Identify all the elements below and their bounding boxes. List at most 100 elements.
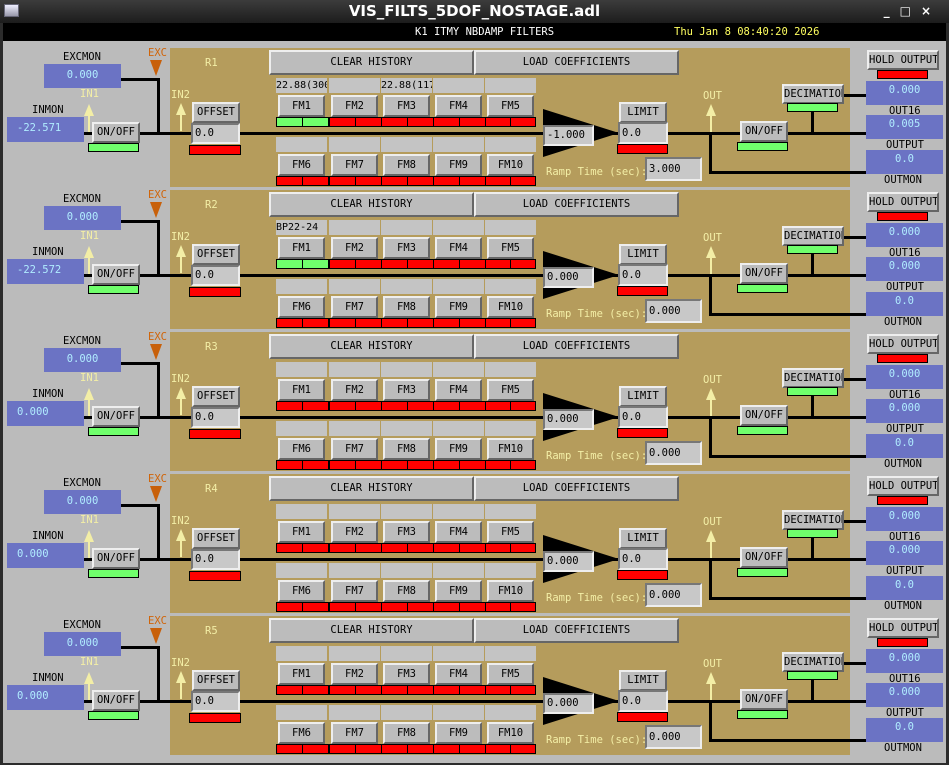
ramp-time-input[interactable]: 0.000 [645,725,702,749]
fm10-button[interactable]: FM10 [487,580,534,602]
fm6-button[interactable]: FM6 [278,722,325,744]
fm2-button[interactable]: FM2 [331,237,378,259]
input-onoff-button[interactable]: ON/OFF [92,122,140,143]
limit-input[interactable]: 0.0 [618,690,668,712]
limit-button[interactable]: LIMIT [619,102,667,123]
fm2-button[interactable]: FM2 [331,663,378,685]
fm7-button[interactable]: FM7 [331,296,378,318]
offset-button[interactable]: OFFSET [192,102,240,123]
exc-triangle-icon[interactable] [150,628,162,647]
gain-input[interactable]: 0.000 [543,267,594,288]
fm5-button[interactable]: FM5 [487,95,534,117]
fm7-button[interactable]: FM7 [331,722,378,744]
window-menu-icon[interactable] [4,4,19,17]
output-onoff-button[interactable]: ON/OFF [740,121,788,142]
fm9-button[interactable]: FM9 [435,438,482,460]
fm5-button[interactable]: FM5 [487,663,534,685]
clear-history-button[interactable]: CLEAR HISTORY [269,334,474,359]
fm7-button[interactable]: FM7 [331,438,378,460]
limit-button[interactable]: LIMIT [619,244,667,265]
decimation-button[interactable]: DECIMATION [782,84,844,104]
fm2-button[interactable]: FM2 [331,379,378,401]
fm4-button[interactable]: FM4 [435,379,482,401]
decimation-button[interactable]: DECIMATION [782,368,844,388]
limit-button[interactable]: LIMIT [619,528,667,549]
fm8-button[interactable]: FM8 [383,722,430,744]
offset-button[interactable]: OFFSET [192,386,240,407]
fm7-button[interactable]: FM7 [331,580,378,602]
close-icon[interactable]: × [920,4,941,18]
limit-button[interactable]: LIMIT [619,670,667,691]
maximize-icon[interactable]: □ [899,4,921,18]
fm3-button[interactable]: FM3 [383,237,430,259]
decimation-button[interactable]: DECIMATION [782,226,844,246]
exc-triangle-icon[interactable] [150,486,162,505]
fm4-button[interactable]: FM4 [435,95,482,117]
input-onoff-button[interactable]: ON/OFF [92,406,140,427]
clear-history-button[interactable]: CLEAR HISTORY [269,50,474,75]
fm1-button[interactable]: FM1 [278,237,325,259]
limit-input[interactable]: 0.0 [618,406,668,428]
clear-history-button[interactable]: CLEAR HISTORY [269,618,474,643]
fm1-button[interactable]: FM1 [278,663,325,685]
fm1-button[interactable]: FM1 [278,521,325,543]
load-coefficients-button[interactable]: LOAD COEFFICIENTS [474,50,679,75]
fm3-button[interactable]: FM3 [383,521,430,543]
fm6-button[interactable]: FM6 [278,580,325,602]
minimize-icon[interactable]: _ [883,4,900,18]
fm4-button[interactable]: FM4 [435,663,482,685]
load-coefficients-button[interactable]: LOAD COEFFICIENTS [474,334,679,359]
fm8-button[interactable]: FM8 [383,296,430,318]
offset-input[interactable]: 0.0 [191,549,240,570]
ramp-time-input[interactable]: 0.000 [645,299,702,323]
fm6-button[interactable]: FM6 [278,438,325,460]
hold-output-button[interactable]: HOLD OUTPUT [867,50,939,70]
offset-input[interactable]: 0.0 [191,407,240,428]
gain-input[interactable]: 0.000 [543,409,594,430]
exc-triangle-icon[interactable] [150,60,162,79]
exc-triangle-icon[interactable] [150,202,162,221]
clear-history-button[interactable]: CLEAR HISTORY [269,192,474,217]
fm3-button[interactable]: FM3 [383,663,430,685]
fm7-button[interactable]: FM7 [331,154,378,176]
fm1-button[interactable]: FM1 [278,379,325,401]
fm10-button[interactable]: FM10 [487,296,534,318]
offset-button[interactable]: OFFSET [192,670,240,691]
fm6-button[interactable]: FM6 [278,296,325,318]
hold-output-button[interactable]: HOLD OUTPUT [867,618,939,638]
output-onoff-button[interactable]: ON/OFF [740,263,788,284]
fm5-button[interactable]: FM5 [487,237,534,259]
load-coefficients-button[interactable]: LOAD COEFFICIENTS [474,476,679,501]
fm10-button[interactable]: FM10 [487,438,534,460]
offset-input[interactable]: 0.0 [191,691,240,712]
limit-button[interactable]: LIMIT [619,386,667,407]
output-onoff-button[interactable]: ON/OFF [740,405,788,426]
offset-button[interactable]: OFFSET [192,528,240,549]
output-onoff-button[interactable]: ON/OFF [740,689,788,710]
fm9-button[interactable]: FM9 [435,580,482,602]
hold-output-button[interactable]: HOLD OUTPUT [867,334,939,354]
fm9-button[interactable]: FM9 [435,296,482,318]
fm8-button[interactable]: FM8 [383,154,430,176]
ramp-time-input[interactable]: 0.000 [645,441,702,465]
limit-input[interactable]: 0.0 [618,548,668,570]
limit-input[interactable]: 0.0 [618,264,668,286]
fm8-button[interactable]: FM8 [383,438,430,460]
limit-input[interactable]: 0.0 [618,122,668,144]
fm9-button[interactable]: FM9 [435,154,482,176]
gain-input[interactable]: 0.000 [543,693,594,714]
output-onoff-button[interactable]: ON/OFF [740,547,788,568]
fm4-button[interactable]: FM4 [435,521,482,543]
offset-input[interactable]: 0.0 [191,123,240,144]
decimation-button[interactable]: DECIMATION [782,510,844,530]
gain-input[interactable]: -1.000 [543,125,594,146]
offset-input[interactable]: 0.0 [191,265,240,286]
clear-history-button[interactable]: CLEAR HISTORY [269,476,474,501]
load-coefficients-button[interactable]: LOAD COEFFICIENTS [474,618,679,643]
fm6-button[interactable]: FM6 [278,154,325,176]
fm10-button[interactable]: FM10 [487,154,534,176]
decimation-button[interactable]: DECIMATION [782,652,844,672]
fm1-button[interactable]: FM1 [278,95,325,117]
ramp-time-input[interactable]: 0.000 [645,583,702,607]
fm3-button[interactable]: FM3 [383,379,430,401]
